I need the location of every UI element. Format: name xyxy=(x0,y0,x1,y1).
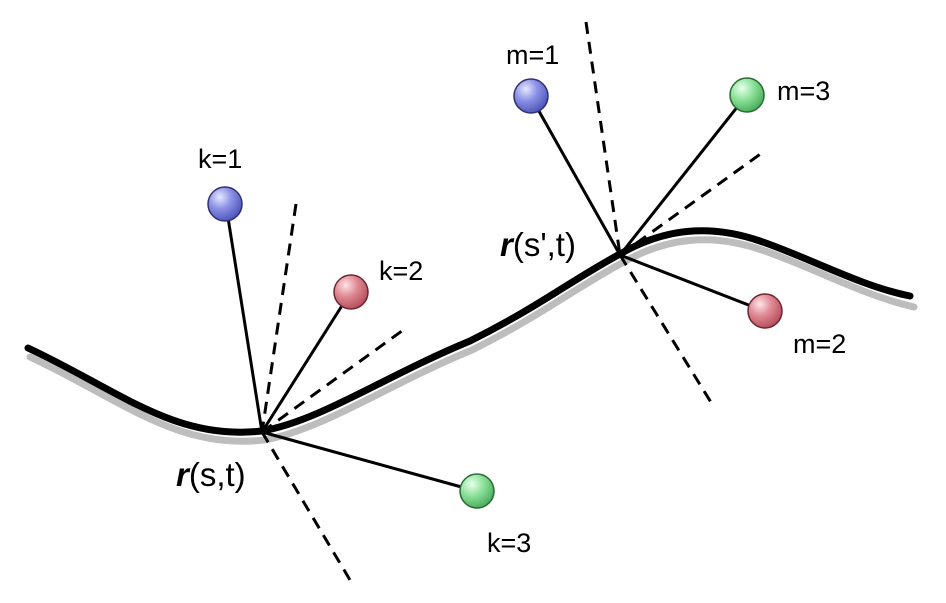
node-m1-label: m=1 xyxy=(506,40,559,70)
connector-k1 xyxy=(224,204,264,433)
node-m1-sphere xyxy=(513,78,549,114)
connector-m2 xyxy=(619,253,765,313)
right-connectors xyxy=(529,95,765,313)
connector-m1 xyxy=(529,96,622,256)
node-k1-label: k=1 xyxy=(198,144,242,174)
node-k2-sphere xyxy=(333,274,369,310)
point-right-args: (s',t) xyxy=(513,226,576,263)
connector-m3 xyxy=(618,95,748,256)
node-k1-sphere xyxy=(207,186,243,222)
dashed-line xyxy=(260,203,298,433)
left-dashed-lines xyxy=(260,203,407,581)
connector-k2 xyxy=(260,292,352,433)
node-k3-label: k=3 xyxy=(487,528,531,558)
point-right-symbol: r xyxy=(500,226,515,263)
node-k2-label: k=2 xyxy=(379,256,423,286)
right-dashed-lines xyxy=(584,21,767,405)
dashed-line xyxy=(584,21,622,256)
node-m3-sphere xyxy=(729,77,765,113)
left-connectors xyxy=(224,204,477,493)
point-left-label: r(s,t) xyxy=(176,456,246,493)
point-left-args: (s,t) xyxy=(189,456,246,493)
dashed-line xyxy=(261,326,407,434)
dashed-line xyxy=(618,254,714,405)
node-m2-label: m=2 xyxy=(793,329,846,359)
point-right-label: r(s',t) xyxy=(500,226,576,263)
node-k3-sphere xyxy=(459,473,495,509)
connector-k3 xyxy=(261,430,477,493)
dashed-line xyxy=(260,431,352,581)
dashed-line xyxy=(619,148,767,257)
curve xyxy=(24,227,914,436)
node-m2-sphere xyxy=(747,293,783,329)
point-left-symbol: r xyxy=(176,456,191,493)
node-m3-label: m=3 xyxy=(777,76,830,106)
curve-shadow xyxy=(26,236,918,445)
